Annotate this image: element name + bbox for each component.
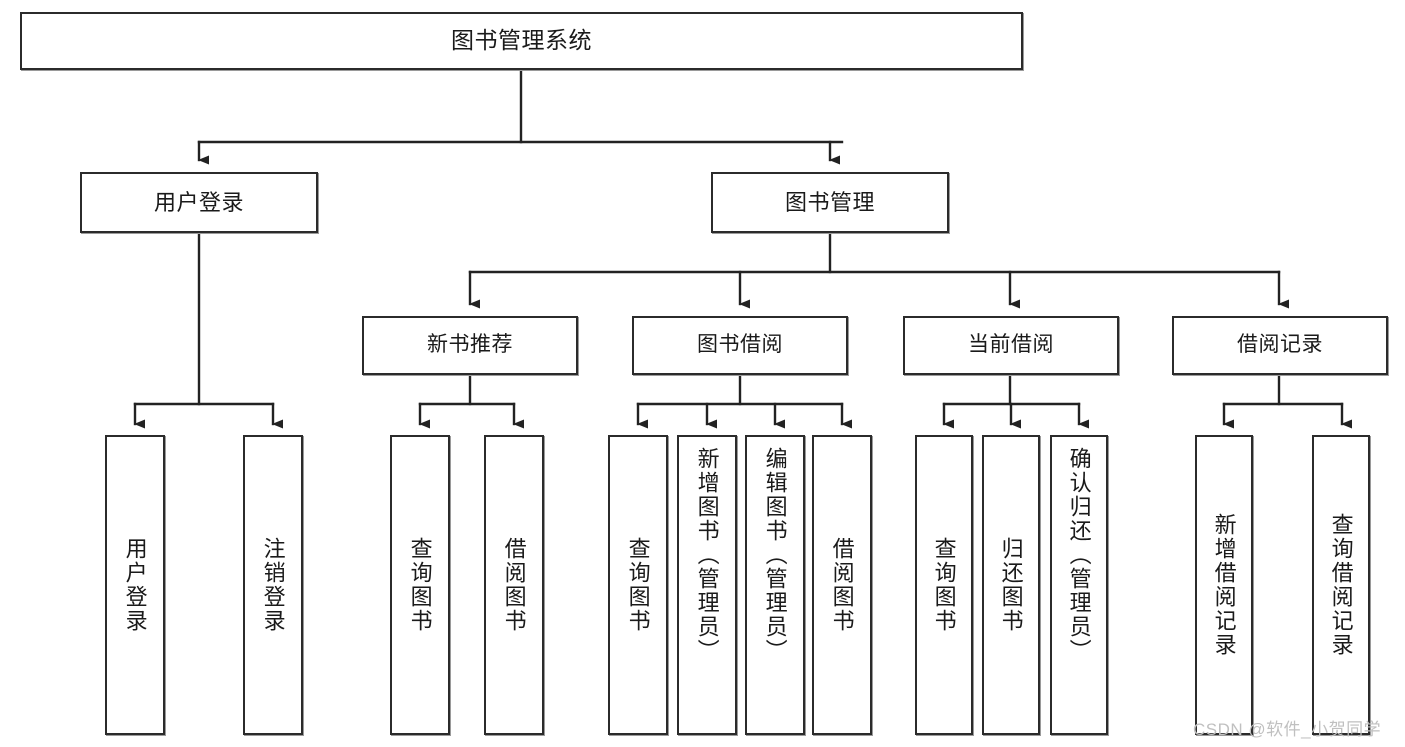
node-new-book-recommend-label: 新书推荐 xyxy=(427,333,513,357)
node-leaf-borrow-book-recommend-label: 借阅图书 xyxy=(501,537,527,633)
node-leaf-add-borrow-record[interactable]: 新增借阅记录 xyxy=(1195,435,1253,735)
node-leaf-query-book-borrow-label: 查询图书 xyxy=(625,537,651,633)
node-leaf-logout-login-label: 注销登录 xyxy=(260,537,286,633)
node-user-login[interactable]: 用户登录 xyxy=(80,172,318,233)
node-leaf-add-borrow-record-label: 新增借阅记录 xyxy=(1211,513,1237,657)
node-borrow-record[interactable]: 借阅记录 xyxy=(1172,316,1388,375)
node-leaf-edit-book[interactable]: 编辑图书（管理员） xyxy=(745,435,805,735)
node-leaf-user-login-label: 用户登录 xyxy=(122,537,148,633)
node-leaf-query-book-borrow[interactable]: 查询图书 xyxy=(608,435,668,735)
node-leaf-borrow-book[interactable]: 借阅图书 xyxy=(812,435,872,735)
node-leaf-user-login[interactable]: 用户登录 xyxy=(105,435,165,735)
node-leaf-borrow-book-recommend[interactable]: 借阅图书 xyxy=(484,435,544,735)
node-user-login-label: 用户登录 xyxy=(153,189,244,215)
node-new-book-recommend[interactable]: 新书推荐 xyxy=(362,316,578,375)
node-leaf-confirm-return[interactable]: 确认归还（管理员） xyxy=(1050,435,1108,735)
node-leaf-query-borrow-record[interactable]: 查询借阅记录 xyxy=(1312,435,1370,735)
node-leaf-add-book-label: 新增图书（管理员） xyxy=(694,447,720,663)
node-book-manage[interactable]: 图书管理 xyxy=(711,172,949,233)
node-leaf-return-book[interactable]: 归还图书 xyxy=(982,435,1040,735)
node-leaf-confirm-return-label: 确认归还（管理员） xyxy=(1066,447,1092,663)
node-current-borrow[interactable]: 当前借阅 xyxy=(903,316,1119,375)
node-leaf-logout-login[interactable]: 注销登录 xyxy=(243,435,303,735)
node-leaf-return-book-label: 归还图书 xyxy=(998,537,1024,633)
node-borrow-record-label: 借阅记录 xyxy=(1237,333,1323,357)
node-leaf-query-book-recommend-label: 查询图书 xyxy=(407,537,433,633)
node-root-label: 图书管理系统 xyxy=(451,27,592,54)
node-root-system[interactable]: 图书管理系统 xyxy=(20,12,1023,70)
node-current-borrow-label: 当前借阅 xyxy=(968,333,1054,357)
node-book-borrow[interactable]: 图书借阅 xyxy=(632,316,848,375)
node-leaf-borrow-book-label: 借阅图书 xyxy=(829,537,855,633)
node-leaf-edit-book-label: 编辑图书（管理员） xyxy=(762,447,788,663)
node-leaf-add-book[interactable]: 新增图书（管理员） xyxy=(677,435,737,735)
node-book-borrow-label: 图书借阅 xyxy=(697,333,783,357)
node-leaf-query-book-current-label: 查询图书 xyxy=(931,537,957,633)
node-leaf-query-borrow-record-label: 查询借阅记录 xyxy=(1328,513,1354,657)
node-book-manage-label: 图书管理 xyxy=(784,189,875,215)
node-leaf-query-book-recommend[interactable]: 查询图书 xyxy=(390,435,450,735)
node-leaf-query-book-current[interactable]: 查询图书 xyxy=(915,435,973,735)
